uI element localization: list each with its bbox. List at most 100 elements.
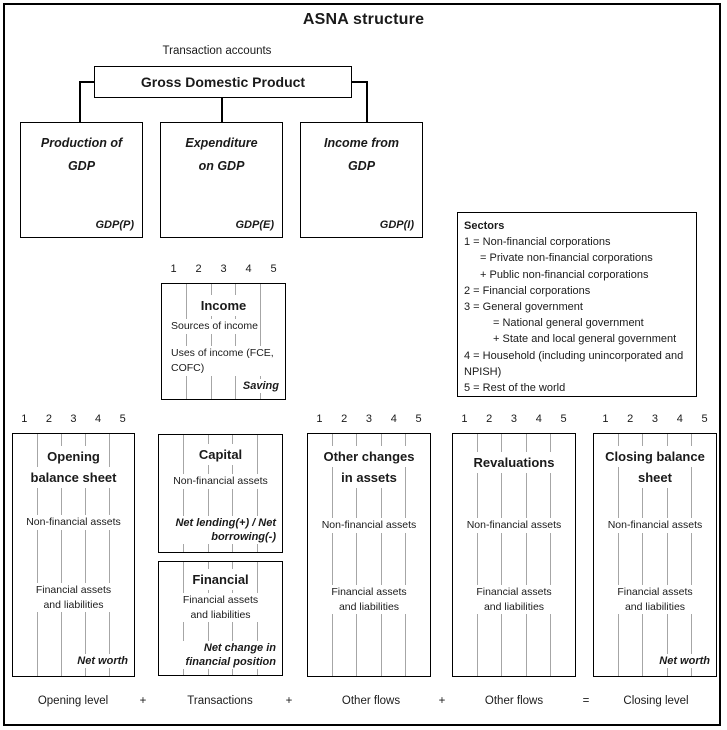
column-number: 5 <box>701 413 708 425</box>
column-number: 1 <box>461 413 468 425</box>
closing-balance-sheet-box: Closing balance sheet Non-financial asse… <box>593 433 717 677</box>
sector-item-1b: + Public non-financial corporations <box>480 268 649 281</box>
sector-item-1: 1 = Non-financial corporations <box>464 236 611 249</box>
production-of-gdp-title: Production of GDP <box>21 132 142 178</box>
other-changes-in-assets-box: Other changes in assets Non-financial as… <box>307 433 431 677</box>
expenditure-on-gdp-box: Expenditure on GDP GDP(E) <box>160 122 283 238</box>
column-number: 3 <box>510 413 518 425</box>
income-from-gdp-box: Income from GDP GDP(I) <box>300 122 423 238</box>
income-title-line2: GDP <box>347 159 376 173</box>
column-number: 1 <box>316 413 323 425</box>
connector-gdp-income-horizontal <box>351 81 368 83</box>
revaluations-nonfinancial-assets-row: Non-financial assets <box>464 518 564 533</box>
column-number: 5 <box>560 413 567 425</box>
equation-plus-3: + <box>438 695 446 707</box>
column-number: 2 <box>627 413 634 425</box>
column-number: 3 <box>70 413 77 425</box>
income-account-box: Income Sources of income Uses of income … <box>161 283 286 400</box>
gross-domestic-product-box: Gross Domestic Product <box>94 66 352 98</box>
column-number: 4 <box>95 413 102 425</box>
column-number: 2 <box>341 413 348 425</box>
diagram-title: ASNA structure <box>302 11 425 28</box>
capital-account-box: Capital Non-financial assets Net lending… <box>158 434 283 553</box>
other-changes-nonfinancial-assets-row: Non-financial assets <box>319 518 419 533</box>
gdp-e-tag: GDP(E) <box>234 219 275 231</box>
capital-nonfinancial-assets-row: Non-financial assets <box>171 474 270 489</box>
gdp-i-tag: GDP(I) <box>378 219 415 231</box>
opening-column-numbers: 1 2 3 4 5 <box>12 413 135 426</box>
equation-equals: = <box>582 695 590 707</box>
equation-transactions: Transactions <box>187 695 253 707</box>
outer-border <box>3 3 721 726</box>
net-change-financial-position-item: Net change in financial position <box>175 641 277 669</box>
equation-other-flows-2: Other flows <box>484 695 544 707</box>
other-changes-title: Other changes in assets <box>308 446 430 488</box>
expenditure-on-gdp-title: Expenditure on GDP <box>161 132 282 178</box>
production-title-line1: Production of <box>40 136 123 150</box>
column-number: 4 <box>245 263 252 275</box>
sector-item-2: 2 = Financial corporations <box>464 284 591 297</box>
revaluations-box: Revaluations Non-financial assets Financ… <box>452 433 576 677</box>
income-column-numbers: 1 2 3 4 5 <box>161 263 286 276</box>
other-changes-financial-assets-row: Financial assets and liabilities <box>308 585 430 614</box>
gross-domestic-product-label: Gross Domestic Product <box>140 74 306 90</box>
connector-gdp-income-vertical <box>366 81 368 122</box>
opening-financial-assets-row: Financial assets and liabilities <box>13 583 134 612</box>
expenditure-title-line2: on GDP <box>198 159 245 173</box>
column-number: 2 <box>45 413 52 425</box>
expenditure-title-line1: Expenditure <box>185 136 258 150</box>
column-number: 4 <box>390 413 397 425</box>
transaction-accounts-label: Transaction accounts <box>162 45 272 57</box>
column-number: 5 <box>119 413 126 425</box>
sector-item-3a: = National general government <box>493 317 644 330</box>
column-number: 3 <box>220 263 227 275</box>
income-uses-row: Uses of income (FCE, COFC) <box>170 346 278 376</box>
closing-nonfinancial-assets-row: Non-financial assets <box>605 518 705 533</box>
sector-item-4: 4 = Household (including unincorporated … <box>464 349 684 378</box>
revaluations-financial-assets-row: Financial assets and liabilities <box>453 585 575 614</box>
column-number: 2 <box>486 413 493 425</box>
opening-balance-sheet-title: Opening balance sheet <box>13 446 134 488</box>
column-number: 1 <box>170 263 177 275</box>
opening-net-worth-item: Net worth <box>76 654 129 668</box>
other-changes-column-numbers: 1 2 3 4 5 <box>307 413 431 426</box>
income-account-title: Income <box>162 295 285 316</box>
financial-account-box: Financial Financial assets and liabiliti… <box>158 561 283 676</box>
closing-financial-assets-row: Financial assets and liabilities <box>594 585 716 614</box>
income-title-line1: Income from <box>323 136 399 150</box>
closing-net-worth-item: Net worth <box>658 654 711 668</box>
saving-balancing-item: Saving <box>241 379 280 393</box>
sectors-heading: Sectors <box>464 220 505 232</box>
equation-plus-1: + <box>139 695 147 707</box>
income-sources-row: Sources of income <box>170 319 259 334</box>
connector-gdp-expenditure-vertical <box>221 97 223 122</box>
capital-account-title: Capital <box>159 444 282 465</box>
equation-plus-2: + <box>285 695 293 707</box>
closing-balance-sheet-title: Closing balance sheet <box>594 446 716 488</box>
financial-assets-liabilities-row: Financial assets and liabilities <box>159 593 282 622</box>
column-number: 3 <box>365 413 373 425</box>
gdp-p-tag: GDP(P) <box>94 219 135 231</box>
revaluations-title: Revaluations <box>453 452 575 473</box>
sector-item-5: 5 = Rest of the world <box>464 382 566 395</box>
column-number: 5 <box>270 263 277 275</box>
financial-account-title: Financial <box>159 569 282 590</box>
column-number: 4 <box>676 413 683 425</box>
equation-closing-level: Closing level <box>623 695 689 707</box>
revaluations-column-numbers: 1 2 3 4 5 <box>452 413 576 426</box>
column-number: 1 <box>602 413 609 425</box>
column-number: 3 <box>651 413 659 425</box>
sector-item-1a: = Private non-financial corporations <box>480 252 653 265</box>
production-of-gdp-box: Production of GDP GDP(P) <box>20 122 143 238</box>
sectors-legend-box: Sectors 1 = Non-financial corporations =… <box>457 212 697 397</box>
column-number: 5 <box>415 413 422 425</box>
opening-nonfinancial-assets-row: Non-financial assets <box>24 515 123 530</box>
closing-column-numbers: 1 2 3 4 5 <box>593 413 717 426</box>
connector-gdp-production-horizontal <box>79 81 95 83</box>
equation-other-flows-1: Other flows <box>341 695 401 707</box>
column-number: 2 <box>195 263 202 275</box>
income-from-gdp-title: Income from GDP <box>301 132 422 178</box>
sector-item-3b: + State and local general government <box>493 333 677 346</box>
equation-opening-level: Opening level <box>37 695 109 707</box>
